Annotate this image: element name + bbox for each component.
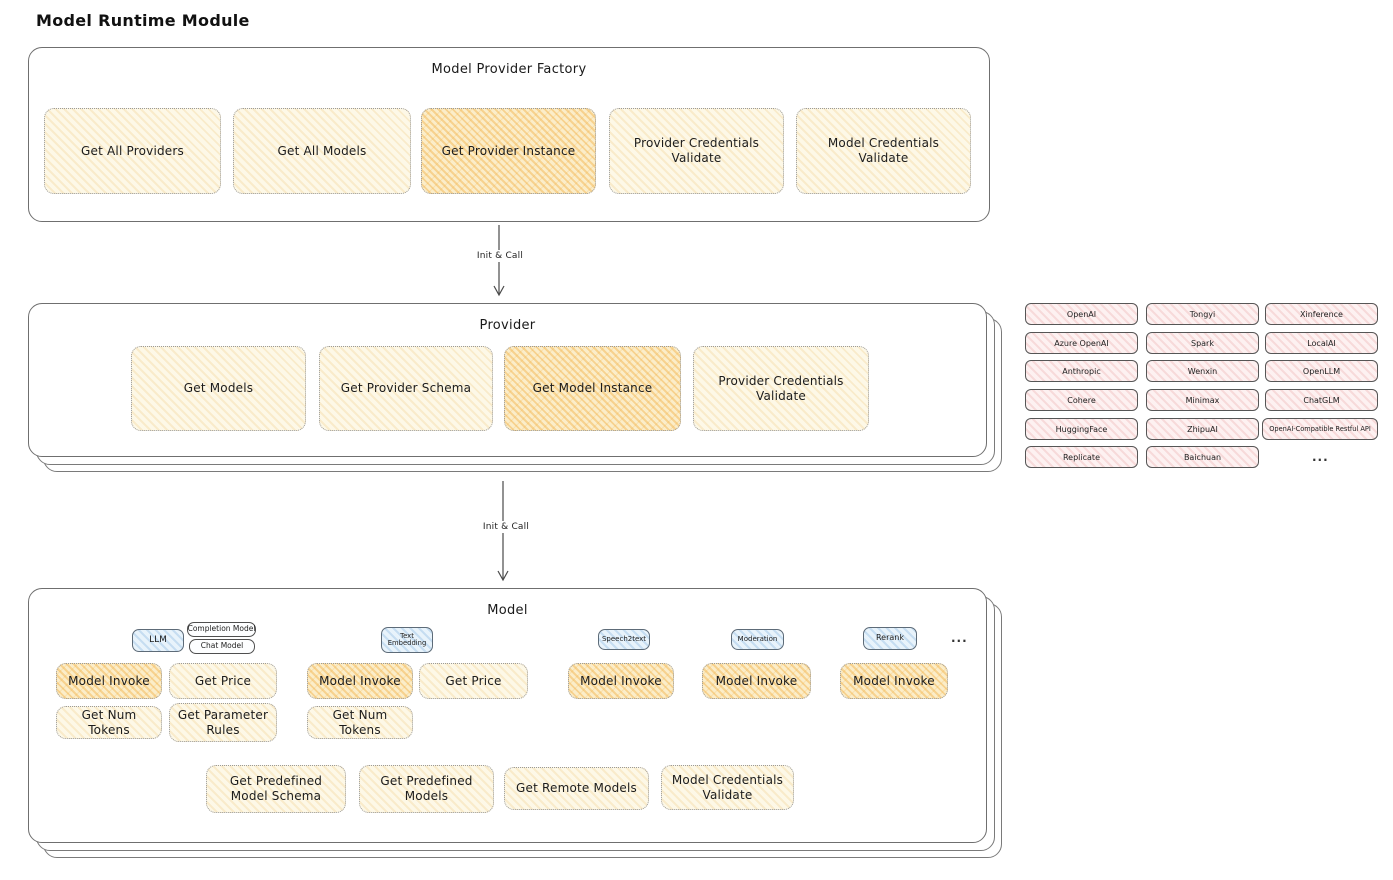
provider-pill-tongyi: Tongyi	[1146, 303, 1259, 325]
node-get-all-providers: Get All Providers	[44, 108, 221, 194]
node-get-all-models: Get All Models	[233, 108, 411, 194]
provider-pill-huggingface: HuggingFace	[1025, 418, 1138, 440]
provider-pill-spark: Spark	[1146, 332, 1259, 354]
provider-pill-anthropic: Anthropic	[1025, 360, 1138, 382]
model-title: Model	[487, 603, 528, 618]
provider-container: Provider Get Models Get Provider Schema …	[28, 303, 987, 457]
provider-pill-xinference: Xinference	[1265, 303, 1378, 325]
node-model-credentials-validate-factory: Model Credentials Validate	[796, 108, 971, 194]
factory-container: Model Provider Factory Get All Providers…	[28, 47, 990, 222]
node-model-credentials-validate: Model Credentials Validate	[661, 765, 794, 810]
provider-pill-zhipuai: ZhipuAI	[1146, 418, 1259, 440]
node-model-invoke-llm: Model Invoke	[56, 663, 162, 699]
tab-moderation: Moderation	[731, 629, 784, 650]
provider-pill-openai: OpenAI	[1025, 303, 1138, 325]
factory-title: Model Provider Factory	[431, 62, 587, 77]
providers-more-ellipsis: ...	[1312, 450, 1329, 464]
node-get-num-tokens-llm: Get Num Tokens	[56, 706, 162, 739]
node-model-invoke-speech2text: Model Invoke	[568, 663, 674, 699]
tab-speech2text: Speech2text	[598, 629, 650, 650]
node-get-remote-models: Get Remote Models	[504, 767, 649, 810]
provider-pill-wenxin: Wenxin	[1146, 360, 1259, 382]
node-get-provider-instance: Get Provider Instance	[421, 108, 596, 194]
node-get-price-llm: Get Price	[169, 663, 277, 699]
node-provider-credentials-validate: Provider Credentials Validate	[693, 346, 869, 431]
provider-pill-openllm: OpenLLM	[1265, 360, 1378, 382]
tab-text-embedding: Text Embedding	[381, 627, 433, 653]
tab-llm: LLM	[132, 629, 184, 652]
node-model-invoke-moderation: Model Invoke	[702, 663, 811, 699]
provider-pill-chatglm: ChatGLM	[1265, 389, 1378, 411]
node-get-predefined-models: Get Predefined Models	[359, 765, 494, 813]
node-get-provider-schema: Get Provider Schema	[319, 346, 493, 431]
node-provider-credentials-validate-factory: Provider Credentials Validate	[609, 108, 784, 194]
node-model-invoke-text-embedding: Model Invoke	[307, 663, 413, 699]
provider-title: Provider	[479, 318, 536, 333]
tab-completion-model: Completion Model	[187, 622, 256, 637]
arrow-label-init-call-1: Init & Call	[464, 250, 536, 262]
node-get-price-text-embedding: Get Price	[419, 663, 528, 699]
tab-rerank: Rerank	[863, 627, 917, 650]
node-model-invoke-rerank: Model Invoke	[840, 663, 948, 699]
provider-pill-minimax: Minimax	[1146, 389, 1259, 411]
node-get-predefined-model-schema: Get Predefined Model Schema	[206, 765, 346, 813]
provider-pill-cohere: Cohere	[1025, 389, 1138, 411]
provider-pill-localai: LocalAI	[1265, 332, 1378, 354]
provider-pill-azure-openai: Azure OpenAI	[1025, 332, 1138, 354]
node-get-models: Get Models	[131, 346, 306, 431]
node-get-num-tokens-text-embedding: Get Num Tokens	[307, 706, 413, 739]
node-get-model-instance: Get Model Instance	[504, 346, 681, 431]
model-container: Model LLM Completion Model Chat Model Te…	[28, 588, 987, 843]
provider-pill-replicate: Replicate	[1025, 446, 1138, 468]
model-tabs-more-ellipsis: ...	[951, 631, 968, 645]
node-get-parameter-rules: Get Parameter Rules	[169, 703, 277, 742]
provider-pill-openai-compatible: OpenAI-Compatible Restful API	[1262, 418, 1378, 440]
tab-chat-model: Chat Model	[189, 639, 255, 654]
provider-pill-baichuan: Baichuan	[1146, 446, 1259, 468]
arrow-label-init-call-2: Init & Call	[470, 521, 542, 533]
page-title: Model Runtime Module	[36, 11, 250, 30]
